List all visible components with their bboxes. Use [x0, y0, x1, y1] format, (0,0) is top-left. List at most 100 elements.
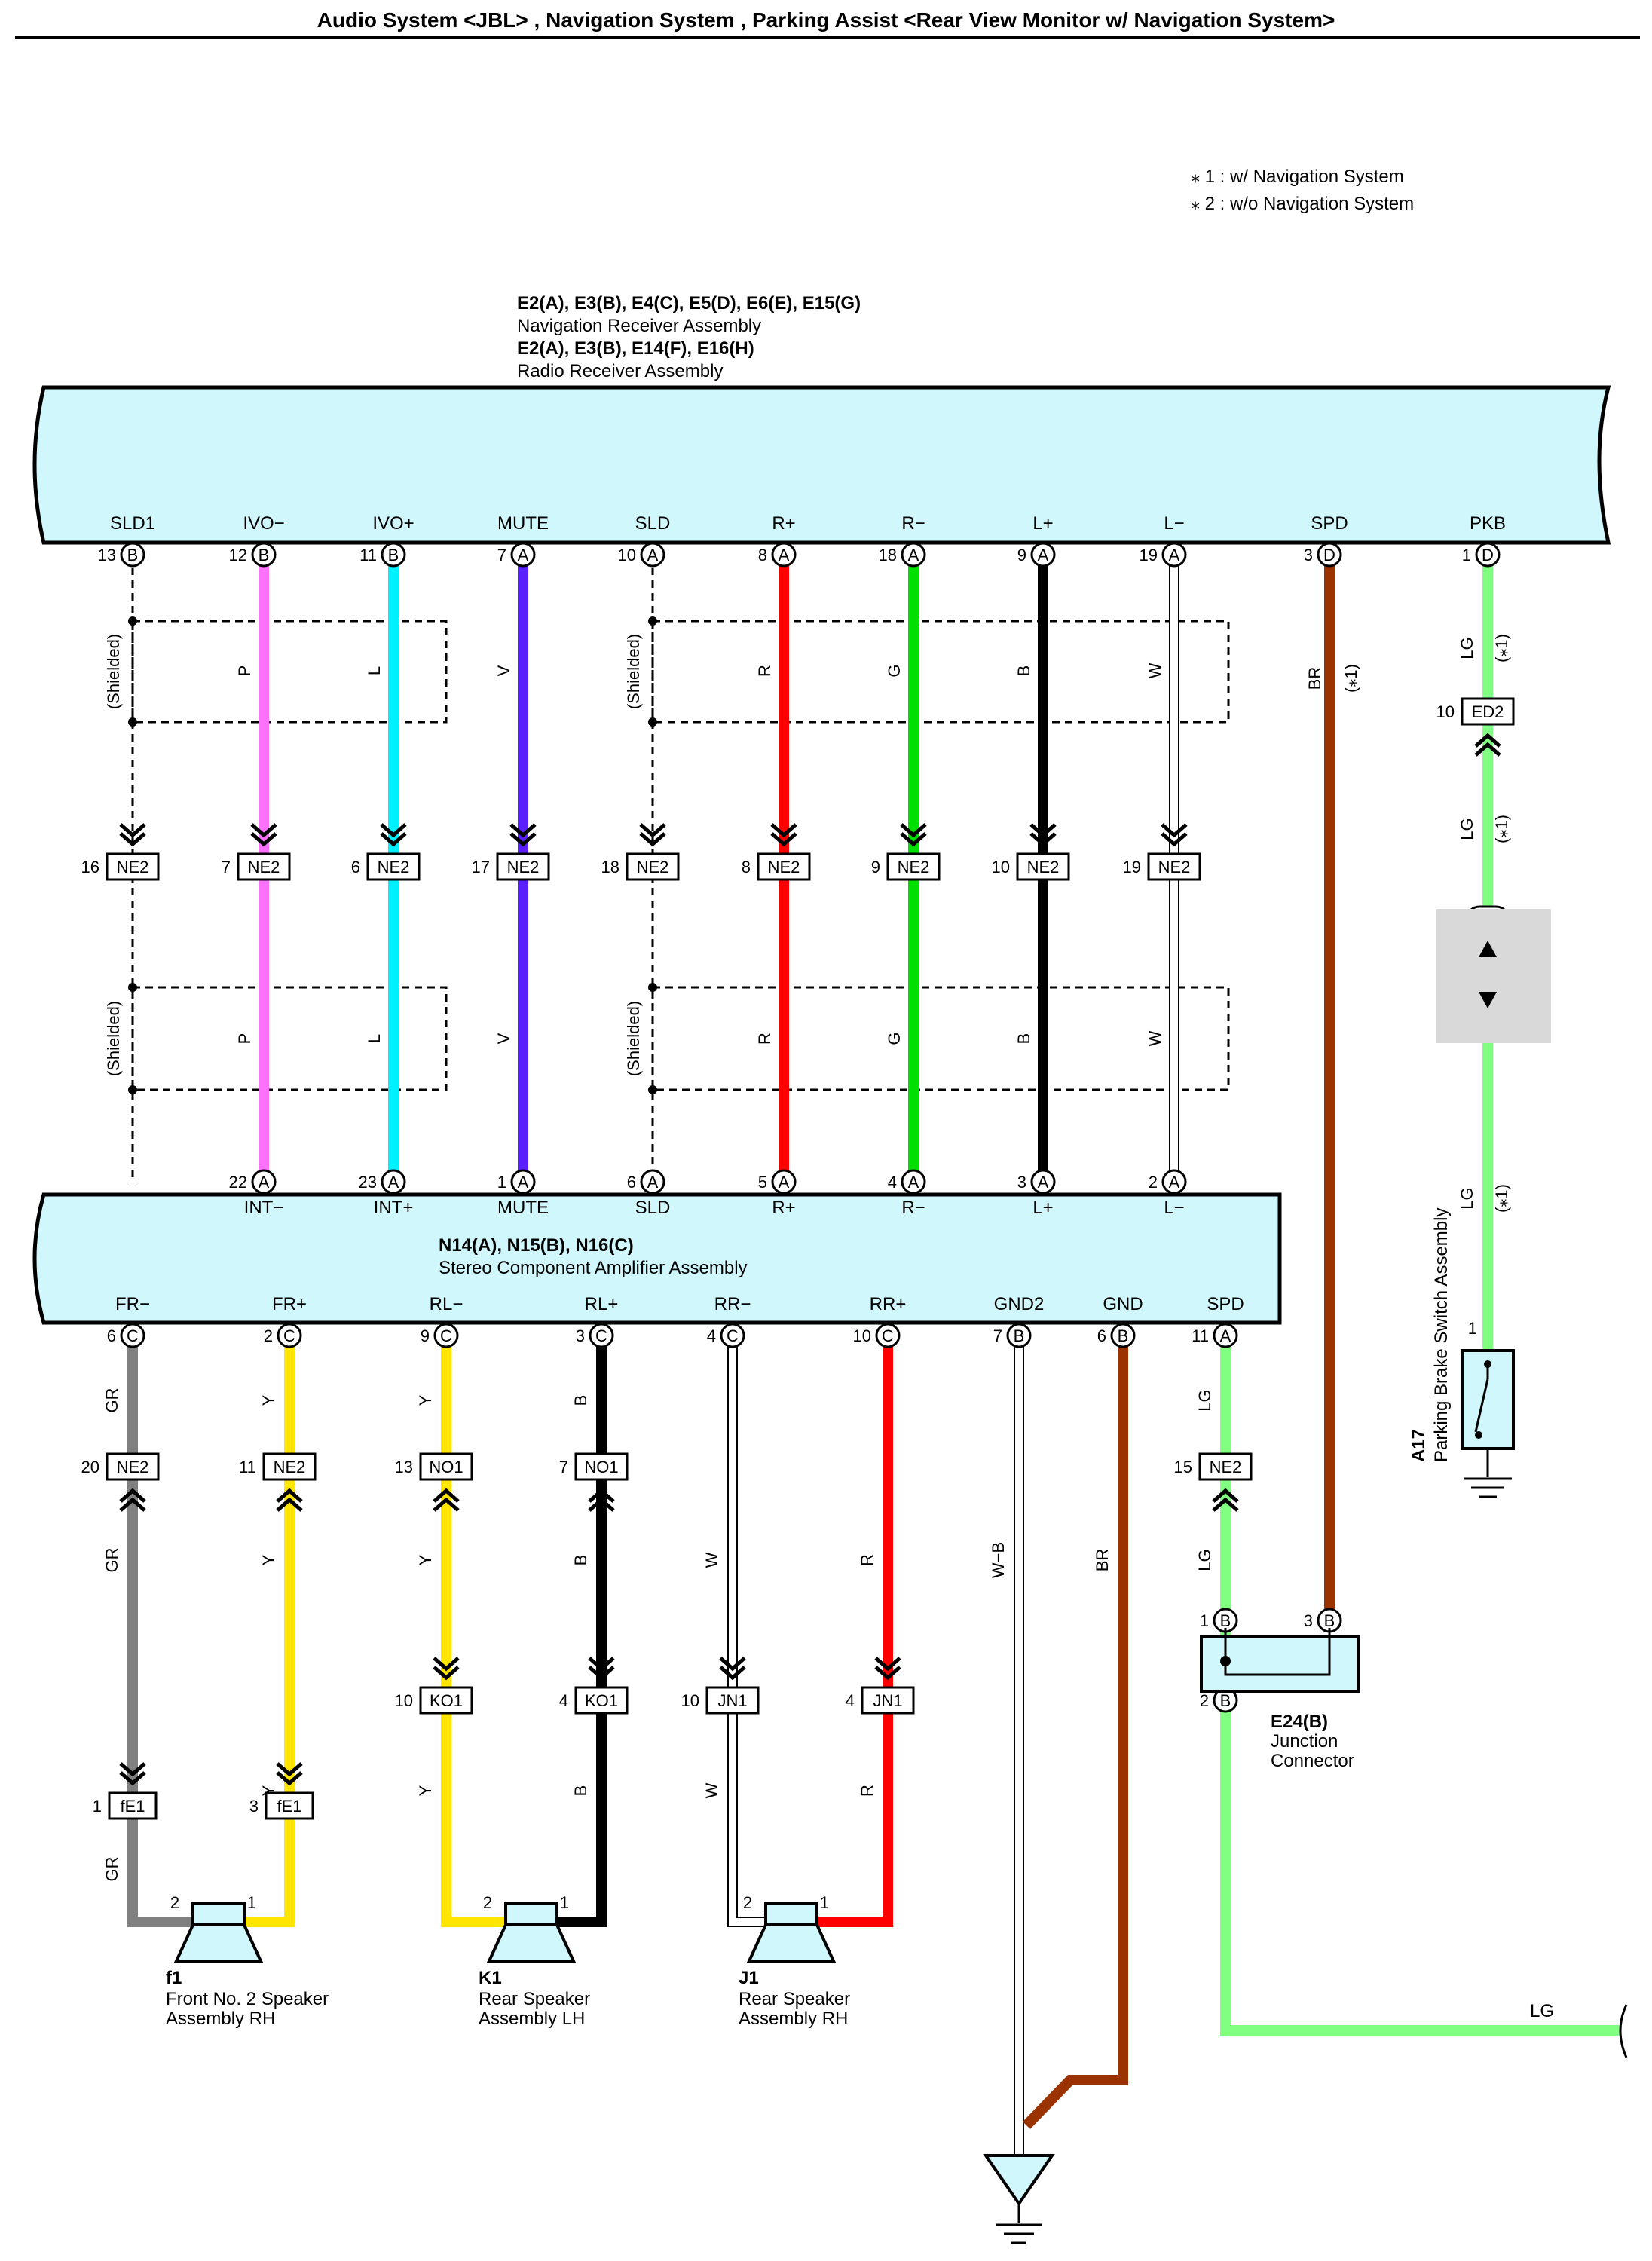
speaker-1-name-1: Rear Speaker — [479, 1989, 590, 2009]
junction-pin-1-letter: B — [1324, 1611, 1335, 1630]
receiver-terminal-4-pin: 10 — [618, 546, 636, 564]
amp-bottom-terminal-3-letter: C — [595, 1326, 607, 1345]
amp-bottom-terminal-6-letter: B — [1014, 1326, 1025, 1345]
amp-bottom-terminal-0-circle — [120, 1323, 145, 1348]
wire-code-upper-7: B — [1014, 665, 1033, 677]
speaker-wire-code-4-2: W — [702, 1782, 721, 1798]
shield-dot-top-3 — [648, 983, 657, 992]
receiver-box — [32, 385, 1611, 545]
amp-top-terminal-7-pin: 2 — [1149, 1173, 1158, 1192]
ne2-chevron-6-a — [900, 832, 927, 847]
spk-connector-6-label: KO1 — [585, 1691, 618, 1710]
wire-b-rear — [550, 1335, 607, 1927]
receiver-terminal-2-pin: 11 — [359, 546, 377, 564]
note-1: ⁎ 1 : w/ Navigation System — [1191, 167, 1404, 187]
speaker-wire-code-2-1: Y — [416, 1554, 435, 1565]
pkb-wire-code-0: LG — [1458, 637, 1476, 659]
ne2-connector-1-box — [237, 852, 291, 881]
speaker-wire-code-1-1: Y — [259, 1554, 278, 1565]
amp-bottom-terminal-7-pin: 6 — [1097, 1326, 1106, 1345]
pkb-switch-name: Parking Brake Switch Assembly — [1431, 1208, 1452, 1462]
ne2-connector-4-label: NE2 — [637, 858, 669, 877]
amp-bottom-terminal-8-letter: A — [1220, 1326, 1231, 1345]
receiver-terminal-name-5: R+ — [772, 513, 795, 534]
receiver-terminal-2-letter: B — [388, 546, 399, 564]
spk-chevron-8-b — [874, 1657, 901, 1672]
amp-top-terminal-6-letter: A — [1038, 1173, 1049, 1192]
ne2-connector-2-label: NE2 — [378, 858, 410, 877]
amp-bottom-terminal-name-4: RR− — [714, 1294, 751, 1314]
amplifier-code: N14(A), N15(B), N16(C) — [439, 1235, 634, 1256]
receiver-terminal-4-circle — [640, 542, 665, 568]
spk-chevron-9-b — [119, 1762, 146, 1777]
spk-chevron-1-a — [276, 1488, 303, 1503]
junction-pin-0-letter: B — [1220, 1611, 1231, 1630]
ne2-connector-7-box — [1016, 852, 1070, 881]
spk-connector-3-pin: 7 — [559, 1458, 568, 1476]
amp-top-terminal-6-circle — [1030, 1169, 1056, 1195]
spk-connector-8-pin: 4 — [846, 1691, 855, 1710]
spk-chevron-5-b — [433, 1657, 460, 1672]
wire-code-lower-7: B — [1014, 1033, 1033, 1045]
receiver-terminal-3-letter: A — [518, 546, 529, 564]
speaker-wire-code-8-1: LG — [1195, 1549, 1214, 1571]
speaker-wire-code-2-0: Y — [416, 1394, 435, 1406]
pkb-switch-code: A17 — [1409, 1429, 1429, 1462]
wire-code-upper-3: V — [494, 665, 513, 676]
spk-connector-10-label: fE1 — [277, 1797, 301, 1816]
pkb-switch-blade — [1474, 1378, 1489, 1433]
receiver-terminal-10-circle — [1475, 542, 1501, 568]
speaker-0-name-1: Front No. 2 Speaker — [166, 1989, 329, 2009]
receiver-code-1: E2(A), E3(B), E4(C), E5(D), E6(E), E15(G… — [517, 293, 861, 314]
amp-top-terminal-3-pin: 6 — [627, 1173, 636, 1192]
junction-dot — [1220, 1656, 1231, 1666]
spk-connector-1-pin: 11 — [239, 1458, 256, 1476]
ne2-chevron-3-a — [509, 832, 537, 847]
amp-top-terminal-4-circle — [771, 1169, 797, 1195]
amp-bottom-terminal-4-letter: C — [727, 1326, 739, 1345]
shield-label-3: (Shielded) — [624, 1001, 643, 1076]
receiver-terminal-name-7: L+ — [1032, 513, 1053, 534]
amp-top-terminal-4-pin: 5 — [758, 1173, 767, 1192]
wire-code-lower-6: G — [885, 1032, 904, 1045]
ne2-connector-3-label: NE2 — [507, 858, 540, 877]
speaker-0-pin-b: 1 — [247, 1893, 256, 1912]
amp-bottom-terminal-name-6: GND2 — [994, 1294, 1045, 1314]
junction-name-2: Connector — [1271, 1751, 1354, 1771]
amp-top-terminal-3-letter: A — [647, 1173, 659, 1192]
receiver-terminal-10-pin: 1 — [1462, 546, 1471, 564]
ne2-chevron-7-a — [1029, 832, 1057, 847]
spk-chevron-0-a — [119, 1488, 146, 1503]
spk-connector-7-pin: 10 — [681, 1691, 699, 1710]
receiver-terminal-7-pin: 9 — [1017, 546, 1026, 564]
amp-bottom-terminal-name-0: FR− — [115, 1294, 150, 1314]
shield-box-3 — [651, 986, 1230, 1091]
speaker-wire-code-6-1: W−B — [989, 1542, 1008, 1578]
ed2-connector-box — [1461, 697, 1515, 726]
spk-connector-0-label: NE2 — [117, 1458, 149, 1476]
receiver-terminal-6-circle — [901, 542, 926, 568]
pkb-switch-pin: 1 — [1468, 1319, 1477, 1338]
shield-box-0 — [131, 620, 448, 724]
spk-chevron-0-b — [119, 1497, 146, 1512]
amp-bottom-terminal-3-circle — [589, 1323, 614, 1348]
spk-chevron-2-b — [433, 1497, 460, 1512]
amp-bottom-terminal-name-5: RR+ — [870, 1294, 907, 1314]
speaker-1-pin-b: 1 — [560, 1893, 569, 1912]
ne2-connector-1-pin: 7 — [222, 858, 231, 877]
amp-bottom-terminal-2-pin: 9 — [421, 1326, 430, 1345]
ed2-chevron-b — [1474, 742, 1501, 757]
receiver-terminal-2-circle — [381, 542, 406, 568]
speaker-2-pin-b: 1 — [820, 1893, 829, 1912]
shield-label-2: (Shielded) — [104, 1001, 123, 1076]
receiver-terminal-name-4: SLD — [635, 513, 671, 534]
wire-gr — [127, 1335, 200, 1927]
receiver-terminal-name-0: SLD1 — [110, 513, 155, 534]
receiver-name-2: Radio Receiver Assembly — [517, 361, 723, 381]
spk-connector-2-box — [419, 1452, 473, 1481]
ed2-chevron-a — [1474, 733, 1501, 748]
ground-n2-triangle — [983, 2154, 1055, 2207]
